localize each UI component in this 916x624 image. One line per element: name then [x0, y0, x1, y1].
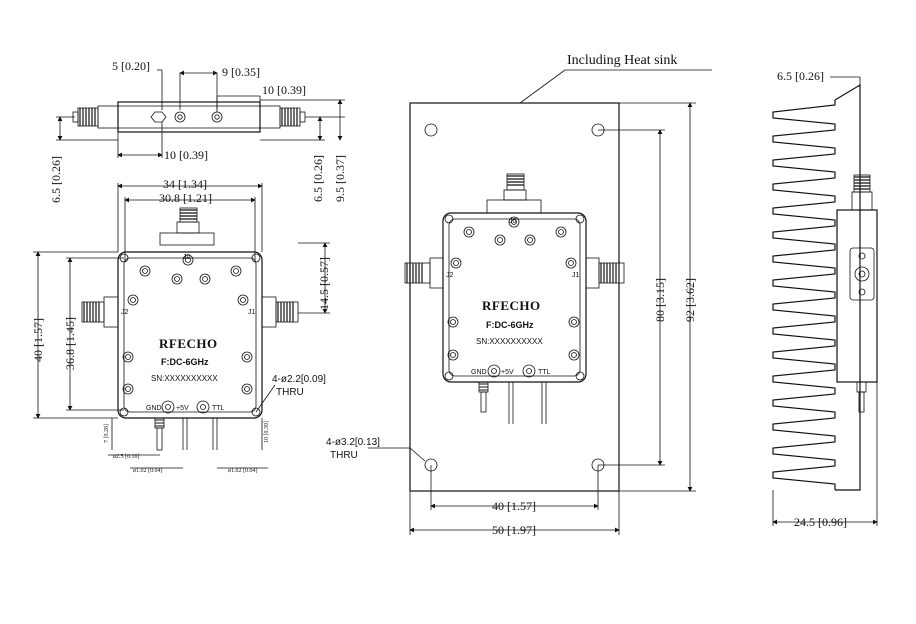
hs-freq: F:DC-6GHz [486, 320, 534, 330]
front-left-connector [72, 105, 119, 129]
top-j2-label: J2 [121, 309, 129, 316]
dim-40: 40 [1.57] [31, 318, 45, 362]
top-body [117, 251, 263, 419]
top-j2-connector [81, 296, 119, 328]
dim-10-bottom: 10 [0.39] [164, 148, 208, 162]
hex-nut-icon [150, 111, 167, 123]
top-j1-connector [261, 296, 299, 328]
top-hole-note-2: THRU [276, 387, 304, 398]
top-view: 34 [1.34] 30.8 [1.21] [31, 177, 331, 474]
front-right-connector [259, 105, 306, 129]
dim-2.5: ø2.5 [0.10] [113, 454, 140, 460]
dim-9: 9 [0.35] [222, 65, 260, 79]
top-j0-connector [159, 207, 215, 246]
front-view: 5 [0.20] 9 [0.35] 10 [0.39] 10 [0.39] 6.… [49, 59, 347, 203]
side-module [836, 209, 878, 383]
hs-serial: SN:XXXXXXXXXX [476, 337, 543, 346]
dim-50: 50 [1.97] [492, 523, 536, 537]
heatsink-plate [409, 102, 620, 492]
dim-10-top: 10 [0.39] [262, 83, 306, 97]
dim-6.5-left: 6.5 [0.26] [49, 156, 63, 203]
dim-1.02-b: ø1.02 [0.04] [228, 468, 258, 474]
hs-gnd-label: GND [471, 369, 487, 376]
hs-hole-note-2: THRU [330, 450, 358, 461]
dim-34: 34 [1.34] [163, 177, 207, 191]
dim-6.5-right: 6.5 [0.26] [311, 155, 325, 202]
top-j0-label: J0 [183, 254, 191, 261]
top-screws [122, 254, 253, 395]
side-view: 6.5 [0.26] 24.5 [0.96] [772, 69, 878, 529]
top-j1-label: J1 [248, 309, 256, 316]
front-body [117, 101, 261, 133]
front-hole-1 [174, 111, 186, 123]
hs-brand: RFECHO [482, 298, 541, 313]
dim-side-bottom: 24.5 [0.96] [794, 515, 847, 529]
dim-40-hs: 40 [1.57] [492, 499, 536, 513]
dim-30.8: 30.8 [1.21] [159, 191, 212, 205]
heatsink-fins [772, 83, 861, 491]
top-hole-note: 4-ø2.2[0.09] [272, 374, 326, 385]
dim-14.5: 14.5 [0.57] [317, 257, 331, 310]
dim-5: 5 [0.20] [112, 59, 150, 73]
top-freq: F:DC-6GHz [161, 357, 209, 367]
hs-j1-label: J1 [572, 272, 580, 279]
dim-7: 7 [0.28] [104, 424, 110, 443]
top-brand: RFECHO [159, 336, 218, 351]
dim-92: 92 [3.62] [683, 278, 697, 322]
dim-36.8: 36.8 [1.45] [63, 317, 77, 370]
hs-hole-note: 4-ø3.2[0.13] [326, 437, 380, 448]
dim-9.5: 9.5 [0.37] [333, 155, 347, 202]
hs-j2-label: J2 [446, 272, 454, 279]
heatsink-title: Including Heat sink [567, 53, 677, 68]
top-5v-label: +5V [176, 405, 189, 412]
top-pins [154, 417, 218, 451]
hs-j0-label: J0 [509, 218, 517, 225]
top-gnd-label: GND [146, 405, 162, 412]
dim-80: 80 [3.15] [653, 278, 667, 322]
top-ttl-label: TTL [212, 405, 225, 412]
front-hole-2 [211, 111, 223, 123]
dim-1.02-a: ø1.02 [0.04] [133, 468, 163, 474]
top-serial: SN:XXXXXXXXXX [151, 374, 218, 383]
hs-ttl-label: TTL [538, 369, 551, 376]
hs-5v-label: +5V [501, 369, 514, 376]
dim-pin-10: 10 [0.39] [264, 421, 270, 443]
dim-side-top: 6.5 [0.26] [777, 69, 824, 83]
heatsink-view: Including Heat sink [326, 53, 712, 537]
